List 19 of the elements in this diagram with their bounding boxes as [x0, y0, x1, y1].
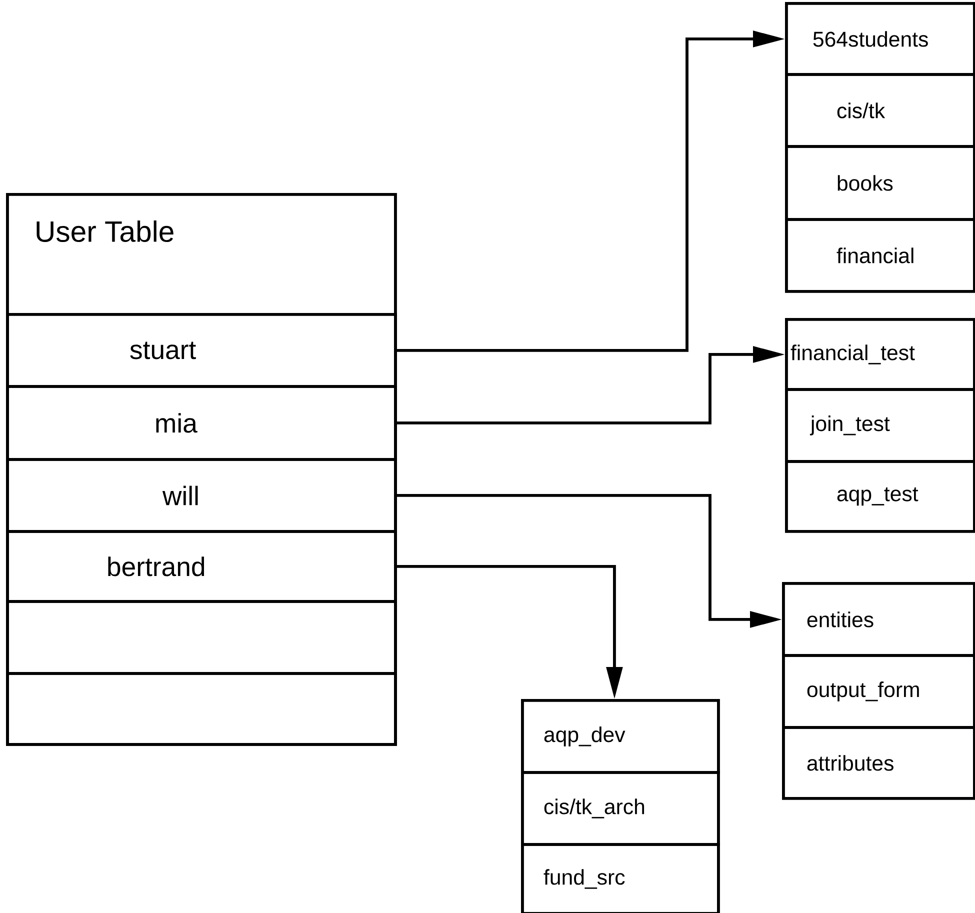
- table-row: financial_test: [785, 318, 975, 391]
- table-row: attributes: [782, 726, 975, 800]
- table-row: output_form: [782, 654, 975, 729]
- table-row: books: [785, 145, 975, 221]
- table-row: mia: [6, 385, 397, 461]
- table-row: cis/tk: [785, 73, 975, 148]
- table-row: will: [6, 458, 397, 533]
- table-row: aqp_test: [785, 460, 975, 533]
- table-row: 564students: [785, 2, 975, 76]
- table-row-box: [6, 600, 397, 675]
- table-row: cis/tk_arch: [521, 771, 720, 846]
- table-row: fund_src: [521, 843, 720, 913]
- table-row-box: [6, 672, 397, 746]
- table-row: financial: [785, 218, 975, 293]
- table-row: join_test: [785, 388, 975, 463]
- table-row: stuart: [6, 313, 397, 388]
- table-row: entities: [782, 582, 975, 657]
- table-row: aqp_dev: [521, 699, 720, 774]
- table-row: bertrand: [6, 530, 397, 603]
